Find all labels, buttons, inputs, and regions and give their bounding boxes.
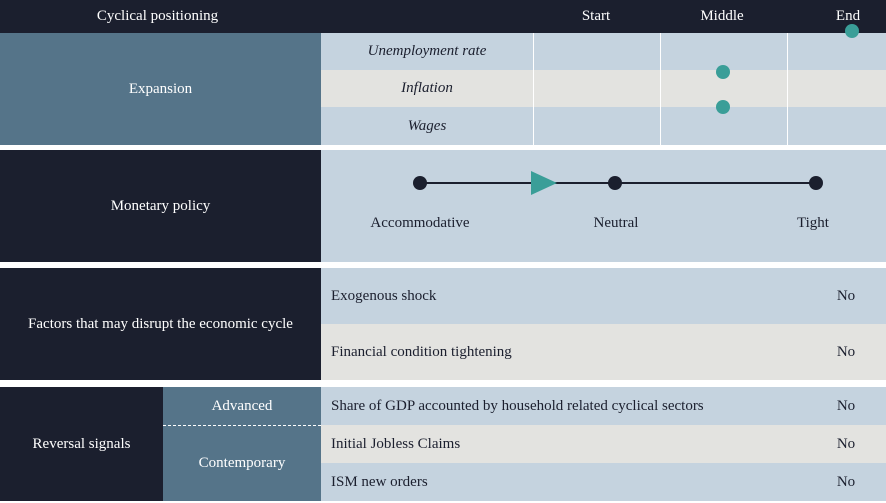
monetary-policy-label: Monetary policy (0, 150, 321, 262)
reversal-row: Share of GDP accounted by household rela… (321, 387, 886, 425)
disruption-row: Financial condition tightening (321, 324, 886, 380)
policy-point-tight (809, 176, 823, 190)
policy-direction-arrow-icon (531, 171, 557, 195)
stage-end-label: End (835, 8, 861, 24)
expansion-row-bg (321, 70, 886, 107)
reversal-value: No (836, 473, 856, 490)
reversal-group-advanced: Advanced (163, 387, 321, 425)
disruption-value: No (836, 343, 856, 360)
stage-divider (660, 33, 661, 145)
reversal-value: No (836, 435, 856, 452)
stage-middle-label: Middle (700, 8, 744, 24)
policy-label-tight: Tight (797, 214, 829, 231)
group-divider (163, 425, 321, 426)
stage-start-label: Start (581, 8, 611, 24)
unemployment-position-marker (845, 24, 859, 38)
disruption-factor-label: Exogenous shock (331, 287, 437, 304)
expansion-row-bg (321, 107, 886, 145)
policy-label-accommodative: Accommodative (370, 214, 470, 231)
reversal-signals-label: Reversal signals (0, 387, 163, 501)
stage-divider (533, 33, 534, 145)
expansion-row-bg (321, 33, 886, 70)
inflation-position-marker (716, 65, 730, 79)
policy-point-neutral (608, 176, 622, 190)
policy-label-neutral: Neutral (593, 214, 639, 231)
stage-divider (787, 33, 788, 145)
reversal-signal-label: Share of GDP accounted by household rela… (331, 397, 704, 414)
wages-position-marker (716, 100, 730, 114)
disruption-label: Factors that may disrupt the economic cy… (0, 268, 321, 380)
policy-point-accommodative (413, 176, 427, 190)
indicator-inflation: Inflation (401, 80, 453, 96)
reversal-signal-label: Initial Jobless Claims (331, 435, 461, 452)
reversal-row: Initial Jobless Claims (321, 425, 886, 463)
reversal-group-contemporary: Contemporary (163, 425, 321, 501)
disruption-value: No (836, 287, 856, 304)
disruption-factor-label: Financial condition tightening (331, 343, 512, 360)
indicator-wages: Wages (407, 117, 447, 134)
reversal-signal-label: ISM new orders (331, 473, 428, 490)
header-bar (0, 0, 886, 33)
header-title: Cyclical positioning (96, 8, 219, 24)
monetary-policy-panel (321, 150, 886, 262)
reversal-value: No (836, 397, 856, 414)
expansion-label: Expansion (0, 33, 321, 145)
disruption-row: Exogenous shock (321, 268, 886, 324)
reversal-row: ISM new orders (321, 463, 886, 501)
indicator-unemployment-rate: Unemployment rate (367, 43, 487, 59)
